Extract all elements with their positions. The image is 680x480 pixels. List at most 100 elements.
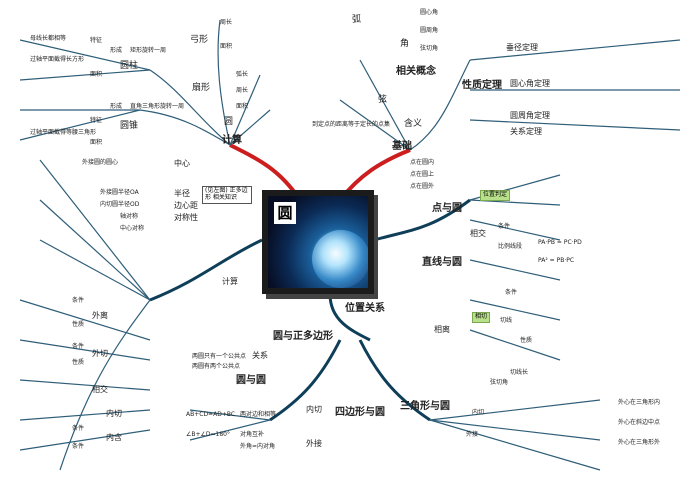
def-chord: 弦 — [378, 95, 388, 105]
central-angle-thm: 圆心角定理 — [510, 79, 550, 88]
point-on: 点在圆上 — [410, 171, 435, 178]
cylinder-shape: 形成 — [110, 47, 123, 54]
cylinder-rotate: 矩形旋转一周 — [130, 47, 167, 54]
branch-line-circle: 直线与圆 — [422, 257, 462, 268]
arc-shape-area: 面积 — [220, 43, 233, 50]
branch-quad-circle: 四边形与圆 — [335, 407, 385, 418]
cylinder-axis: 过轴平面截得长方形 — [30, 56, 85, 63]
branch-position: 位置关系 — [345, 303, 385, 314]
tri-outer: 外心在三角形内 — [618, 399, 661, 406]
cone-rotate: 直角三角形旋转一周 — [130, 103, 185, 110]
tangent-badge: 相切 — [472, 312, 491, 323]
branch-right-dark — [373, 198, 471, 242]
cone-shape: 形成 — [110, 103, 123, 110]
perp-diameter-thm: 垂径定理 — [506, 43, 538, 52]
def-central-angle: 圆心角 — [420, 9, 439, 16]
poly-center: 中心 — [174, 159, 190, 168]
quad-eq: AB+CD=AD+BC — [186, 411, 236, 418]
line-sep: 相离 — [434, 325, 450, 334]
tri-obtuse: 外心在三角形外 — [618, 439, 661, 446]
cc-two-common: 两圆有两个公共点 — [192, 363, 241, 370]
cone-area: 面积 — [90, 139, 103, 146]
branch-regular-polygon: 圆与正多边形 — [273, 331, 333, 342]
center-image: 圆 — [268, 196, 368, 288]
tri-circumscribed: 外接 — [466, 431, 479, 438]
branch-point-circle: 点与圆 — [432, 203, 462, 214]
line-intersect: 相交 — [470, 229, 486, 238]
point-out: 点在圆外 — [410, 183, 435, 190]
line-ratio: 比例线段 — [498, 243, 523, 250]
poly-center-sym: 中心对称 — [120, 225, 145, 232]
branch-defs: 相关概念 — [396, 66, 436, 77]
def-inscribed-angle: 圆周角 — [420, 27, 439, 34]
def-angle: 角 — [400, 39, 410, 49]
cc-sep-nature: 性质 — [72, 321, 85, 328]
tri-right: 外心在斜边中点 — [618, 419, 661, 426]
quad-eq2: ∠B+∠D=180° — [186, 431, 231, 438]
circle-calc-label: 圆 — [224, 117, 234, 127]
poly-edge-d: 内切圆半径OD — [100, 201, 140, 208]
quad-opp: 对角互补 — [240, 431, 265, 438]
tri-inscribed: 内切 — [472, 409, 485, 416]
arc-shape-label: 弓形 — [190, 35, 209, 45]
quad-outer: 外接 — [306, 439, 322, 448]
sector-arc-len: 弧长 — [236, 71, 249, 78]
sector-area: 面积 — [236, 103, 249, 110]
cylinder-area: 面积 — [90, 71, 103, 78]
sector-label: 扇形 — [192, 83, 211, 93]
branch-properties: 性质定理 — [462, 80, 502, 91]
def-meaning: 含义 — [404, 119, 423, 129]
cone-feature: 特征 — [90, 117, 103, 124]
def-meaning-text: 到定点的距离等于定长的点集 — [312, 121, 391, 128]
branch-bottom-left — [269, 339, 342, 422]
inscribed-angle-thm: 圆周角定理 — [510, 111, 550, 120]
quad-sum: 两对边和相等 — [240, 411, 277, 418]
tangent-len: 切线长 — [510, 369, 529, 376]
cc-intersect: 相交 — [92, 385, 108, 394]
center-title-glyph: 圆 — [274, 202, 296, 224]
tangent-prop: 性质 — [520, 337, 533, 344]
quad-ext: 外角=内对角 — [240, 443, 276, 450]
poly-calc: 计算 — [222, 277, 238, 286]
line-cond: 条件 — [498, 223, 511, 230]
cc-outer-tan: 外切 — [92, 349, 108, 358]
tangent-cond: 条件 — [505, 289, 518, 296]
branch-basics: 基础 — [392, 141, 412, 152]
def-arc: 弧 — [352, 15, 362, 25]
quad-inner: 内切 — [306, 405, 322, 414]
cylinder-bus: 母线长都相等 — [30, 35, 67, 42]
cylinder-label: 圆柱 — [120, 61, 139, 71]
pos-judge-badge: 位置判定 — [480, 190, 511, 201]
poly-regular-box: (见左图) 正多边形 相关知识 — [202, 186, 252, 204]
cc-inner-tan: 内切 — [106, 409, 122, 418]
line-pyth: PA·PB = PC·PD — [538, 239, 582, 246]
cc-outer-sep: 外离 — [92, 311, 108, 320]
planet-graphic — [312, 230, 368, 288]
cc-contain: 内含 — [106, 433, 122, 442]
point-in: 点在圆内 — [410, 159, 435, 166]
relation-thm: 关系定理 — [510, 127, 542, 136]
cone-axis: 过轴平面截得等腰三角形 — [30, 129, 97, 136]
cc-tan-cond: 条件 — [72, 343, 85, 350]
cc-contain-cond: 条件 — [72, 443, 85, 450]
poly-radius: 半径 — [174, 189, 190, 198]
cc-tan-nature: 性质 — [72, 359, 85, 366]
def-chord-tangent: 弦切角 — [420, 45, 439, 52]
poly-outer-r: 外接圆半径OA — [100, 189, 139, 196]
poly-relation: 关系 — [252, 351, 268, 360]
cc-in-cond: 条件 — [72, 425, 85, 432]
branch-pos-dark — [328, 293, 371, 342]
poly-axis-sym: 轴对称 — [120, 213, 139, 220]
poly-outer-center: 外接圆的圆心 — [82, 159, 119, 166]
branch-bottom-dark — [358, 339, 431, 422]
cc-sep-cond: 条件 — [72, 297, 85, 304]
cylinder-feature: 特征 — [90, 37, 103, 44]
sector-perimeter: 周长 — [236, 87, 249, 94]
tangent-line: 切线 — [500, 317, 513, 324]
cc-one-common: 两圆只有一个公共点 — [192, 353, 247, 360]
poly-symmetry: 对称性 — [174, 213, 198, 222]
cone-label: 圆锥 — [120, 121, 139, 131]
arc-shape-perimeter: 周长 — [220, 19, 233, 26]
tangent-chord: 弦切角 — [490, 379, 509, 386]
